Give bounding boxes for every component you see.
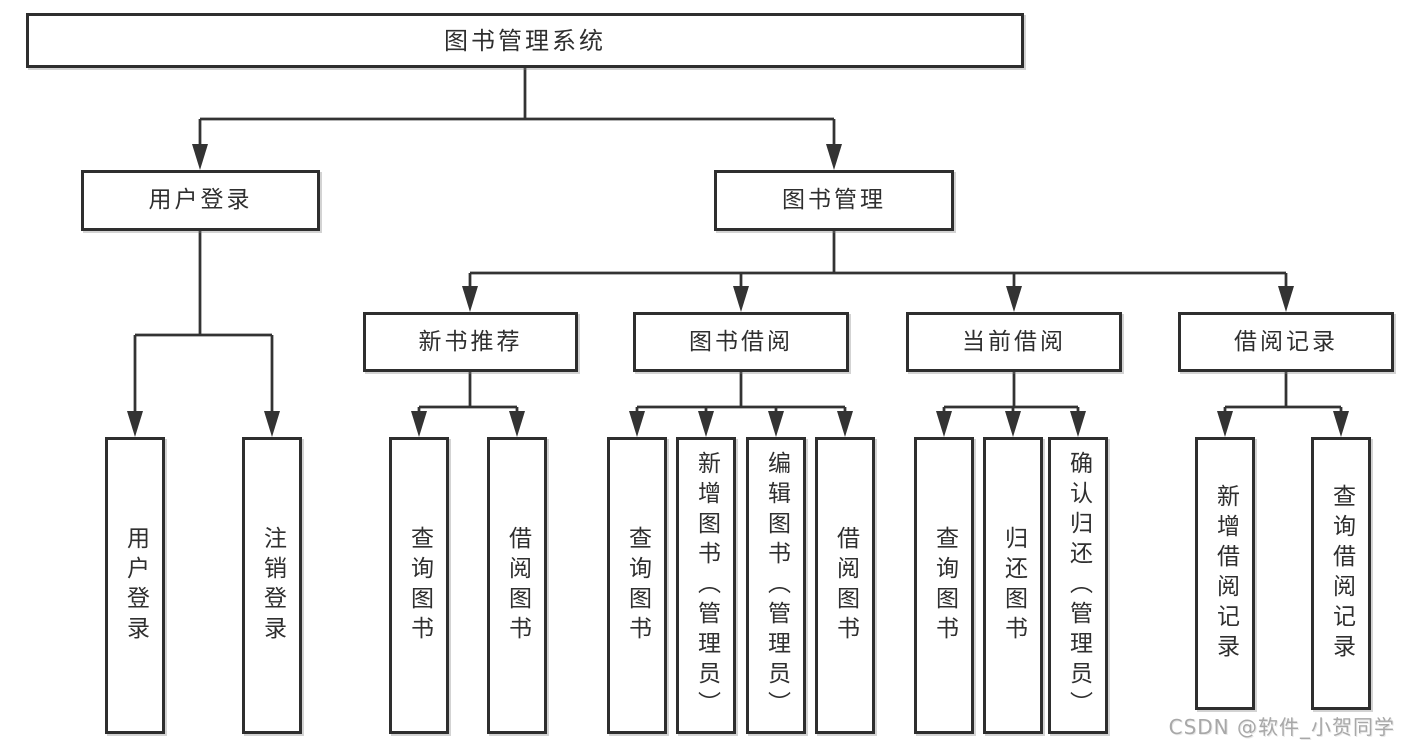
- node-new-book-recommend: 新书推荐: [363, 312, 578, 372]
- node-borrow-records: 借阅记录: [1178, 312, 1394, 372]
- leaf-return-books: 归还图书: [983, 437, 1043, 734]
- leaf-user-login: 用户登录: [105, 437, 165, 734]
- leaf-borrow-books: 借阅图书: [815, 437, 875, 734]
- csdn-watermark: CSDN @软件_小贺同学: [1168, 715, 1395, 739]
- arrow-down-icons: [127, 144, 1349, 437]
- leaf-confirm-return-admin: 确认归还（管理员）: [1048, 437, 1108, 734]
- leaf-add-books-admin: 新增图书（管理员）: [676, 437, 736, 734]
- leaf-edit-books-admin: 编辑图书（管理员）: [746, 437, 806, 734]
- node-current-borrow: 当前借阅: [906, 312, 1122, 372]
- node-book-management: 图书管理: [714, 170, 954, 231]
- leaf-query-books-recommend: 查询图书: [389, 437, 449, 734]
- leaf-logout: 注销登录: [242, 437, 302, 734]
- leaf-add-borrow-record: 新增借阅记录: [1195, 437, 1255, 710]
- leaf-query-books-current: 查询图书: [914, 437, 974, 734]
- leaf-query-books-borrow: 查询图书: [607, 437, 667, 734]
- leaf-borrow-books-recommend: 借阅图书: [487, 437, 547, 734]
- node-library-management-system: 图书管理系统: [26, 13, 1024, 68]
- leaf-query-borrow-record: 查询借阅记录: [1311, 437, 1371, 710]
- connector-lines: [133, 68, 1343, 413]
- node-user-login: 用户登录: [81, 170, 320, 231]
- node-book-borrow: 图书借阅: [633, 312, 849, 372]
